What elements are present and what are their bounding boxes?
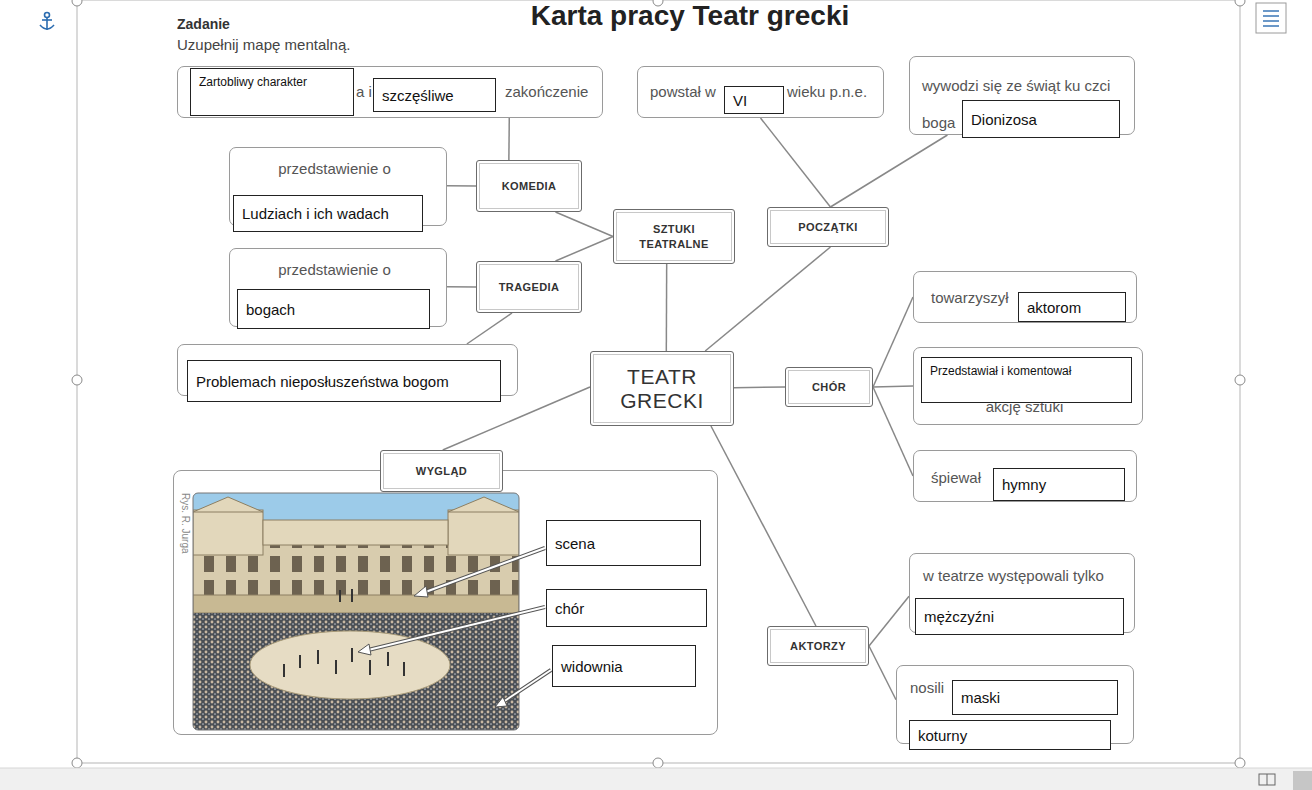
connector-line xyxy=(734,386,785,388)
answer-frame: śpiewał hymny xyxy=(913,450,1137,502)
connector-line xyxy=(556,237,614,262)
node-text: Dionizosa xyxy=(971,111,1037,128)
node-text: koturny xyxy=(918,727,967,744)
node-text: szczęśliwe xyxy=(382,87,454,104)
node-text: AKTORZY xyxy=(790,639,846,654)
node-text: widownia xyxy=(561,658,623,675)
topic-box: KOMEDIA xyxy=(476,160,582,212)
answer-box: chór xyxy=(546,589,707,627)
node-text: bogach xyxy=(246,301,295,318)
topic-box: POCZĄTKI xyxy=(767,207,889,247)
node-text: CHÓR xyxy=(812,380,846,395)
connector-line xyxy=(467,313,512,344)
connector-line xyxy=(873,297,913,387)
node-text: WYGLĄD xyxy=(416,464,467,479)
answer-frame: wywodzi się ze świąt ku czci bogaDionizo… xyxy=(909,56,1135,135)
answer-box: koturny xyxy=(909,720,1111,750)
answer-box: bogach xyxy=(237,289,430,329)
connector-line xyxy=(873,386,913,387)
node-text: chór xyxy=(555,600,584,617)
topic-box: SZTUKI TEATRALNE xyxy=(613,209,735,264)
illustration-panel: scena chór widownia xyxy=(173,470,718,735)
answer-frame: przedstawienie o bogach xyxy=(229,248,447,327)
connector-line xyxy=(508,118,510,160)
node-text: TEATR GRECKI xyxy=(619,365,705,413)
answer-frame: w teatrze występowali tylko mężczyźni xyxy=(909,553,1135,633)
node-text: SZTUKI TEATRALNE xyxy=(628,222,720,252)
node-text: śpiewał xyxy=(931,469,981,487)
node-text: Ludziach i ich wadach xyxy=(242,205,389,222)
answer-box: Problemach nieposłuszeństwa bogom xyxy=(187,360,501,402)
connector-line xyxy=(666,264,668,351)
node-text: towarzyszył xyxy=(931,289,1009,307)
central-topic: TEATR GRECKI xyxy=(590,351,734,426)
connector-line xyxy=(447,185,476,187)
answer-frame: Problemach nieposłuszeństwa bogom xyxy=(177,344,518,396)
node-text: aktorom xyxy=(1027,299,1081,316)
node-text: maski xyxy=(961,689,1000,706)
node-text: nosili xyxy=(910,679,944,697)
node-text: wieku p.n.e. xyxy=(787,83,867,101)
node-text: POCZĄTKI xyxy=(798,220,857,235)
connector-line xyxy=(447,286,476,288)
answer-box: Przedstawiał i komentował xyxy=(921,357,1132,403)
answer-box: Zartobliwy charakter xyxy=(190,68,354,116)
connector-line xyxy=(711,426,816,626)
answer-box: Ludziach i ich wadach xyxy=(233,195,423,232)
answer-frame: a i zakończenie Zartobliwy charakter szczęś… xyxy=(177,66,603,118)
note-label: Rys. R. Jurga xyxy=(180,493,191,554)
answer-box: aktorom xyxy=(1018,292,1126,322)
connector-line xyxy=(556,212,614,237)
answer-box: hymny xyxy=(993,468,1125,501)
connector-line xyxy=(830,135,947,207)
connector-line xyxy=(761,118,831,207)
topic-box: WYGLĄD xyxy=(380,450,503,492)
node-text: TRAGEDIA xyxy=(499,280,560,295)
answer-box: widownia xyxy=(552,645,696,687)
note-label: Zadanie xyxy=(177,16,230,32)
node-text: scena xyxy=(555,535,595,552)
node-text: VI xyxy=(733,92,747,109)
answer-frame: nosili maski koturny xyxy=(896,665,1134,744)
connector-line xyxy=(873,387,913,476)
answer-box: Dionizosa xyxy=(962,100,1120,138)
answer-box: szczęśliwe xyxy=(373,78,496,112)
answer-box: scena xyxy=(546,520,701,566)
node-text: Problemach nieposłuszeństwa bogom xyxy=(196,373,449,390)
note-label: Uzupełnij mapę mentalną. xyxy=(177,36,350,53)
answer-frame: powstał w wieku p.n.e. VI xyxy=(637,66,884,118)
connector-line xyxy=(869,596,909,646)
node-text: mężczyźni xyxy=(924,608,994,625)
answer-frame: przedstawienie o Ludziach i ich wadach xyxy=(229,147,447,226)
answer-box: maski xyxy=(952,680,1118,715)
answer-box: mężczyźni xyxy=(915,598,1124,635)
node-text: hymny xyxy=(1002,476,1046,493)
topic-box: AKTORZY xyxy=(767,626,869,666)
node-text: w teatrze występowali tylko xyxy=(923,567,1104,585)
node-text: przedstawienie o xyxy=(230,261,439,279)
node-text: zakończenie xyxy=(505,83,588,101)
answer-box: VI xyxy=(724,86,784,114)
node-text: a i xyxy=(356,83,372,101)
node-text: powstał w xyxy=(650,83,716,101)
node-text: KOMEDIA xyxy=(502,179,557,194)
node-text: przedstawienie o xyxy=(230,160,439,178)
answer-frame: akcję sztukiPrzedstawiał i komentował xyxy=(913,347,1143,425)
connector-line xyxy=(869,646,896,700)
node-text: Zartobliwy charakter xyxy=(199,75,307,89)
topic-box: CHÓR xyxy=(785,367,873,407)
answer-frame: towarzyszył aktorom xyxy=(913,271,1137,323)
node-text: Przedstawiał i komentował xyxy=(930,364,1071,378)
topic-box: TRAGEDIA xyxy=(476,261,582,313)
